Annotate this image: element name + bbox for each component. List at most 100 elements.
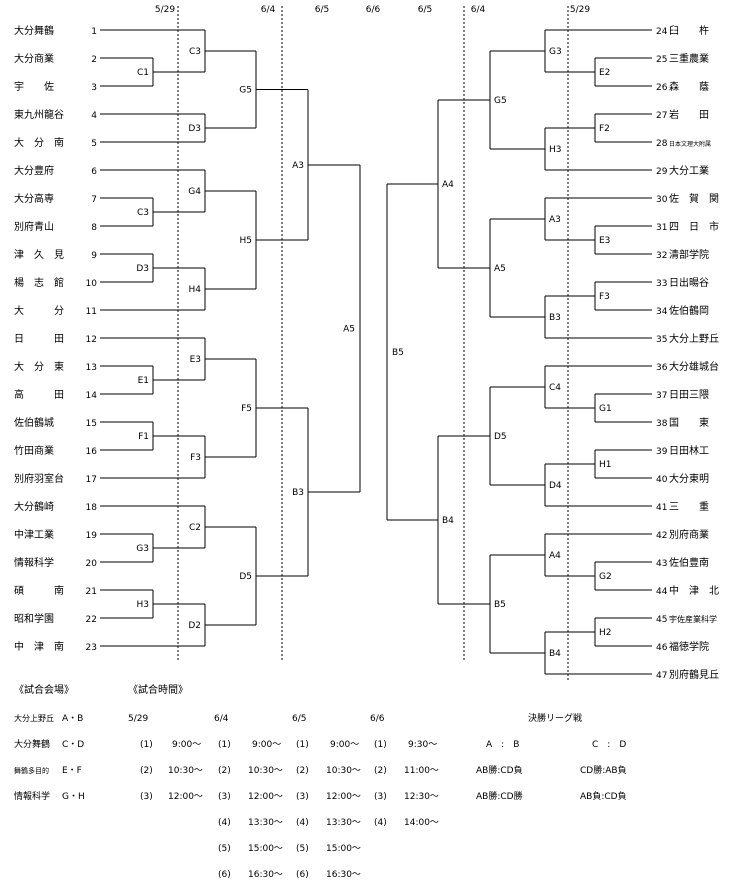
- match-label: C3: [137, 208, 149, 218]
- time-slot-number: (2): [218, 766, 231, 776]
- time-column-date: 6/5: [292, 714, 307, 724]
- team-name-right: 清部学院: [669, 248, 709, 261]
- match-label: G5: [239, 86, 252, 96]
- match-label: F3: [190, 453, 201, 463]
- team-name-right: 国 東: [669, 416, 709, 429]
- match-label: G5: [494, 96, 507, 106]
- team-name-right: 日本文理大附属: [669, 140, 711, 148]
- team-name-left: 津 久 見: [14, 249, 64, 261]
- team-number-right: 35: [656, 335, 667, 345]
- venue-name: 舞鶴多目的: [14, 767, 49, 775]
- team-name-left: 大分商業: [14, 52, 54, 65]
- time-slot-time: 9:00〜: [172, 740, 202, 750]
- team-number-right: 28: [656, 139, 668, 149]
- match-label: D3: [136, 264, 149, 274]
- team-name-right: 福徳学院: [669, 640, 709, 653]
- time-slot-time: 15:00〜: [326, 844, 361, 854]
- match-label: D4: [549, 481, 562, 491]
- time-slot-number: (1): [296, 740, 309, 750]
- team-number-left: 14: [86, 391, 98, 401]
- match-label: A4: [549, 551, 561, 561]
- team-number-right: 26: [656, 83, 668, 93]
- date-label: 6/5: [418, 5, 432, 15]
- time-slot-time: 10:30〜: [168, 766, 203, 776]
- times-title: 《試合時間》: [128, 685, 188, 696]
- match-label: H3: [549, 145, 562, 155]
- match-label: C3: [189, 47, 201, 57]
- final-league-pairing: CD勝:AB負: [580, 766, 627, 776]
- time-slot-number: (2): [140, 766, 153, 776]
- time-column-date: 5/29: [128, 714, 149, 724]
- match-label: A3: [292, 161, 304, 171]
- match-label: C4: [549, 383, 561, 393]
- date-label: 5/29: [155, 5, 175, 15]
- team-name-right: 臼 杵: [669, 24, 709, 37]
- venue-courts: G・H: [62, 792, 85, 802]
- match-label: G2: [599, 572, 612, 582]
- team-number-left: 4: [91, 111, 97, 121]
- team-number-left: 1: [91, 27, 97, 37]
- team-number-left: 15: [86, 419, 97, 429]
- match-label: H1: [599, 460, 612, 470]
- team-name-left: 昭和学園: [14, 612, 54, 625]
- match-label: B4: [549, 649, 561, 659]
- match-label: F2: [599, 124, 610, 134]
- team-number-left: 19: [86, 531, 98, 541]
- final-league-pairing: C : D: [592, 740, 627, 750]
- time-slot-time: 9:30〜: [408, 740, 438, 750]
- match-label: B3: [549, 313, 561, 323]
- time-slot-time: 16:30〜: [326, 870, 361, 880]
- team-name-left: 別府青山: [14, 220, 54, 233]
- team-name-right: 佐伯豊南: [669, 556, 709, 569]
- time-slot-time: 10:30〜: [326, 766, 361, 776]
- team-number-left: 2: [91, 55, 97, 65]
- team-name-right: 大分雄城台: [669, 360, 719, 373]
- team-name-left: 大 分 東: [14, 360, 64, 373]
- team-name-left: 東九州龍谷: [14, 108, 64, 121]
- time-slot-number: (6): [218, 870, 231, 880]
- match-label: H4: [189, 285, 202, 295]
- team-number-right: 31: [656, 223, 667, 233]
- match-label: C1: [137, 68, 149, 78]
- time-slot-number: (3): [140, 792, 153, 802]
- time-slot-time: 16:30〜: [248, 870, 283, 880]
- team-number-right: 36: [656, 363, 668, 373]
- team-name-left: 大 分: [14, 304, 64, 317]
- team-number-left: 22: [86, 615, 97, 625]
- team-name-right: 別府鶴見丘: [669, 668, 719, 681]
- time-slot-number: (3): [218, 792, 231, 802]
- match-label: G4: [188, 187, 201, 197]
- team-name-right: 大分上野丘: [669, 332, 719, 345]
- match-label: G3: [136, 544, 149, 554]
- date-label: 6/4: [261, 5, 276, 15]
- team-name-right: 中 津 北: [669, 584, 719, 597]
- team-number-right: 25: [656, 55, 667, 65]
- team-number-right: 29: [656, 167, 668, 177]
- match-label: C2: [189, 523, 201, 533]
- match-label: A5: [494, 264, 506, 274]
- team-name-right: 大分工業: [669, 164, 709, 177]
- team-number-left: 7: [91, 195, 97, 205]
- team-name-right: 宇佐産業科学: [669, 614, 717, 624]
- team-name-left: 中津工業: [14, 528, 54, 541]
- team-number-left: 12: [86, 335, 97, 345]
- team-name-right: 森 蔭: [669, 80, 709, 93]
- time-slot-time: 9:00〜: [330, 740, 360, 750]
- match-label: B5: [392, 348, 404, 358]
- time-column-date: 6/4: [214, 714, 229, 724]
- team-name-left: 宇 佐: [14, 80, 54, 93]
- final-league-pairing: AB勝:CD負: [476, 766, 523, 776]
- date-label: 6/4: [471, 5, 486, 15]
- team-number-left: 8: [91, 223, 97, 233]
- time-slot-time: 12:30〜: [404, 792, 439, 802]
- team-number-right: 40: [656, 475, 668, 485]
- time-slot-number: (5): [218, 844, 231, 854]
- team-name-left: 佐伯鶴城: [14, 416, 54, 429]
- team-name-right: 佐 賀 関: [669, 193, 719, 205]
- team-name-left: 情報科学: [14, 556, 54, 569]
- team-name-right: 三重農業: [669, 52, 709, 65]
- team-number-left: 5: [91, 139, 97, 149]
- team-name-left: 大分豊府: [14, 164, 54, 177]
- team-number-left: 9: [91, 251, 97, 261]
